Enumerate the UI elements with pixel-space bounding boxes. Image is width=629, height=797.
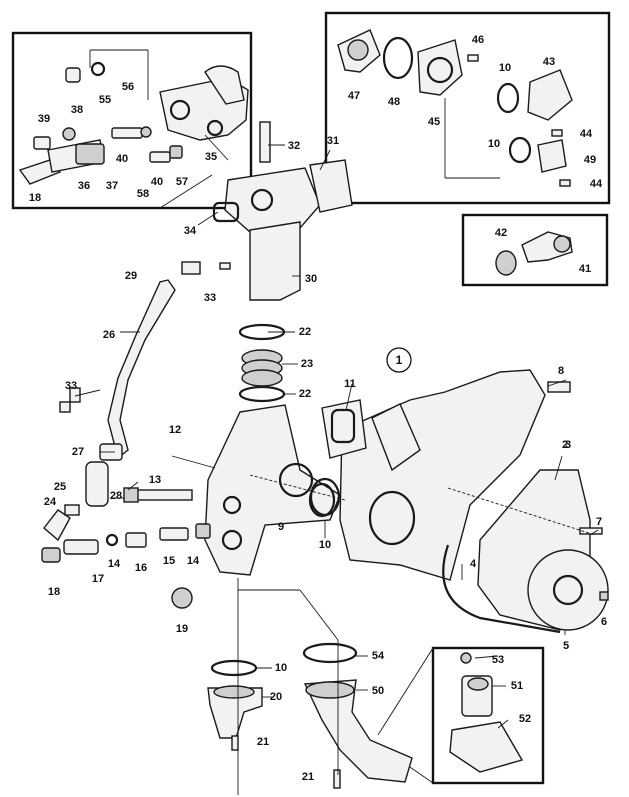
inset-leader-lines [89,49,229,161]
callout-25: 25 [54,481,66,493]
callout-5: 5 [563,640,569,652]
callout-17: 17 [92,573,104,585]
callout-48: 48 [388,96,400,108]
callout-2: 2 [562,439,568,451]
callout-6: 6 [601,616,607,628]
callout-26: 26 [103,329,115,341]
callout-47: 47 [348,90,360,102]
callout-20: 20 [270,691,282,703]
callout-18-main: 18 [48,586,60,598]
callout-29: 29 [125,270,137,282]
sensor-cluster-left [41,504,211,609]
callout-3: 3 [565,439,571,451]
water-pump-3 [442,469,609,634]
callout-9: 9 [278,521,284,533]
callout-30: 30 [305,273,317,285]
callout-57: 57 [176,176,188,188]
callout-8: 8 [558,365,564,377]
main-ref-label: 1 [396,353,403,367]
callout-41: 41 [579,263,591,275]
inset-sensor-parts [449,652,524,773]
callout-10-inset-b: 10 [488,138,500,150]
callout-18-inset: 18 [29,192,41,204]
callout-14-b: 14 [187,555,200,567]
inset-box-sensor [431,646,545,785]
bolt-13 [123,487,193,503]
callout-7: 7 [596,516,602,528]
callout-34: 34 [184,225,197,237]
callout-11: 11 [344,378,356,390]
inset-box-connector [461,213,609,287]
callout-13: 13 [149,474,161,486]
inset-pointer-line [159,174,213,209]
inset-connector-parts [495,231,573,276]
inset-thermostat-housing-parts [18,61,249,185]
callout-21-b: 21 [302,771,314,783]
callout-24: 24 [44,496,57,508]
callout-32: 32 [288,140,300,152]
callout-10-lower: 10 [275,662,287,674]
callout-27: 27 [72,446,84,458]
coolant-pipe-26 [59,279,176,507]
callout-22-b: 22 [299,388,311,400]
callout-4: 4 [470,558,477,570]
callout-58: 58 [137,188,149,200]
callout-19: 19 [176,623,188,635]
timing-cover-2 [321,369,571,581]
thermostat-housing-upper [181,121,353,301]
callout-15: 15 [163,555,175,567]
lower-pipe-50 [302,642,413,789]
callout-22-a: 22 [299,326,311,338]
callout-40-b: 40 [151,176,163,188]
callout-14-a: 14 [108,558,121,570]
callout-44-a: 44 [580,128,593,140]
callout-43: 43 [543,56,555,68]
gasket-ring-10-main [309,477,341,517]
inset-box-thermostat [324,11,611,205]
lower-outlet-20 [207,659,263,751]
rings-22-23 [238,323,286,403]
callout-39: 39 [38,113,50,125]
callout-46: 46 [472,34,484,46]
callout-53: 53 [492,654,504,666]
callout-52: 52 [519,713,531,725]
callout-54: 54 [372,650,385,662]
callout-16: 16 [135,562,147,574]
callout-40-a: 40 [116,153,128,165]
callout-21-a: 21 [257,736,269,748]
inset-thermostat-parts [337,29,573,187]
callout-36: 36 [78,180,90,192]
callout-45: 45 [428,116,440,128]
callout-42: 42 [495,227,507,239]
callout-35: 35 [205,151,217,163]
callout-56: 56 [122,81,134,93]
callout-10-inset-a: 10 [499,62,511,74]
callout-labels: 1 2 3 4 5 6 7 8 9 10 10 10 10 11 12 13 1… [29,34,607,783]
callout-12: 12 [169,424,181,436]
callout-55: 55 [99,94,111,106]
callout-38: 38 [71,104,83,116]
callout-28: 28 [110,490,122,502]
water-outlet-housing-9 [204,404,341,576]
callout-49: 49 [584,154,596,166]
callout-50: 50 [372,685,384,697]
callout-10-main: 10 [319,539,331,551]
callout-33-b: 33 [65,380,77,392]
callout-31: 31 [327,135,339,147]
callout-37: 37 [106,180,118,192]
callout-44-b: 44 [590,178,603,190]
leader-lines [74,144,599,795]
inset-pointer-line [377,647,434,736]
callout-51: 51 [511,680,523,692]
inset-thermostat-leaders [444,98,500,179]
callout-33-a: 33 [204,292,216,304]
callout-23: 23 [301,358,313,370]
main-ref-circle [386,347,412,373]
inset-box-thermostat-housing [11,31,253,210]
